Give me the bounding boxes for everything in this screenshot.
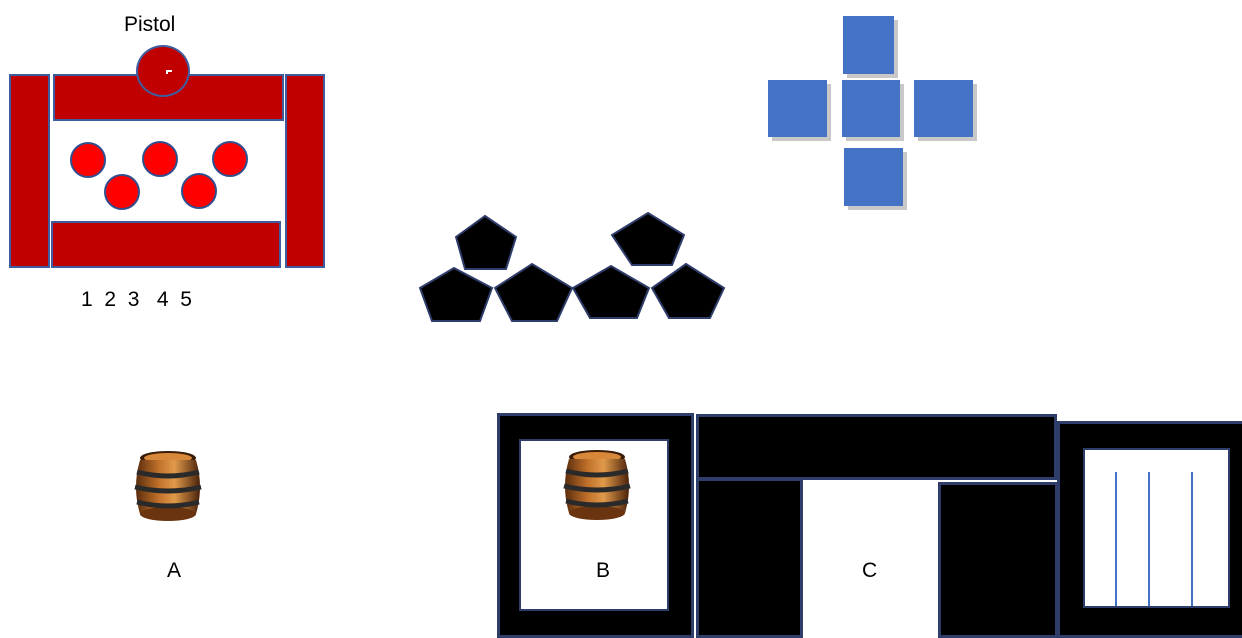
slot-hole-2 <box>104 174 140 210</box>
pistol-label: Pistol <box>124 13 176 36</box>
barrel-icon-a <box>134 451 202 521</box>
label-a: A <box>167 559 182 582</box>
pentagon-icon <box>493 262 574 322</box>
pentagon-icon <box>454 214 518 270</box>
room-top-bar <box>696 414 1057 480</box>
room-right-wall <box>938 482 1058 638</box>
pentagon-icon <box>650 262 726 319</box>
door-line-2 <box>1148 472 1150 606</box>
square-icon-center <box>842 80 900 137</box>
barrel-icon-b <box>563 450 631 520</box>
door-line-3 <box>1191 472 1193 606</box>
room-left-wall <box>696 478 803 638</box>
square-icon-top <box>843 16 894 74</box>
label-b: B <box>596 559 611 582</box>
pentagon-cluster <box>418 211 726 322</box>
right-red-pillar <box>285 74 325 268</box>
pentagon-icon <box>418 266 494 322</box>
square-icon-left <box>768 80 827 137</box>
label-c: C <box>862 559 878 582</box>
door-line-1 <box>1115 472 1117 606</box>
slot-hole-1 <box>70 142 106 178</box>
slot-hole-4 <box>181 173 217 209</box>
slot-hole-5 <box>212 141 248 177</box>
square-icon-bottom <box>844 148 903 206</box>
pentagon-icon <box>571 264 651 319</box>
slot-numbers: 1 2 3 4 5 <box>81 288 192 311</box>
room-right-inner <box>1083 448 1230 608</box>
pistol-icon <box>136 45 190 97</box>
bottom-red-bar <box>51 221 281 268</box>
left-red-pillar <box>9 74 50 268</box>
slot-hole-3 <box>142 141 178 177</box>
pentagon-icon <box>610 211 686 266</box>
square-icon-right <box>914 80 973 137</box>
